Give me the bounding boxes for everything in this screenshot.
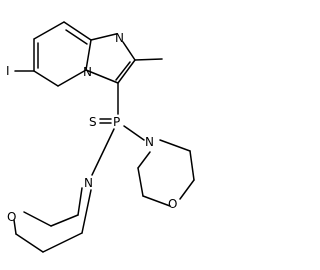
molecule-structure: I N N P S N O N O (6, 21, 195, 253)
morpholine-1-n-label: N (145, 135, 154, 149)
morpholine-ring-2 (13, 187, 92, 253)
imidazole-n-label: N (115, 31, 124, 45)
morpholine-2-n-label: N (84, 176, 93, 190)
p-n-bond-2 (91, 128, 115, 176)
p-n-bond-1 (123, 125, 145, 141)
phosphorus-label: P (113, 115, 120, 129)
imidazole-ring (85, 33, 136, 84)
morpholine-ring-1 (137, 139, 195, 207)
methyl-bond (134, 58, 163, 61)
p-s-double-bond (99, 118, 112, 124)
pyridine-ring (33, 21, 92, 87)
morpholine-2-o-label: O (7, 210, 16, 224)
morpholine-1-o-label: O (168, 197, 177, 211)
bridgehead-n-label: N (83, 65, 92, 79)
iodine-label: I (6, 64, 10, 78)
sulfur-label: S (89, 115, 97, 129)
